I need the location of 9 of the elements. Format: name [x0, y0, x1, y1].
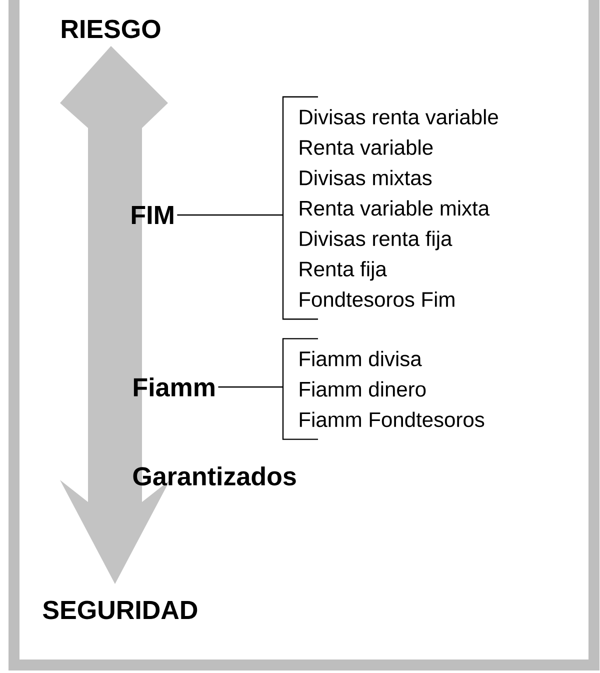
axis-label: RIESGO	[62, 20, 160, 38]
axis-label: SEGURIDAD	[42, 600, 198, 620]
category-label: Fiamm	[134, 377, 214, 397]
bracket-list: Fiamm divisa Fiamm dinero Fiamm Fondtesoros	[282, 338, 484, 440]
axis-label: Garantizados	[133, 466, 296, 486]
connector-line	[177, 214, 283, 216]
bracket-list: Divisas renta variable Renta variable Divisas mixtas Renta variable mixta Divisas renta fija Renta fija Fondtesoros Fim	[282, 96, 498, 320]
category-label: FIM	[132, 206, 174, 224]
connector-line	[218, 386, 283, 388]
